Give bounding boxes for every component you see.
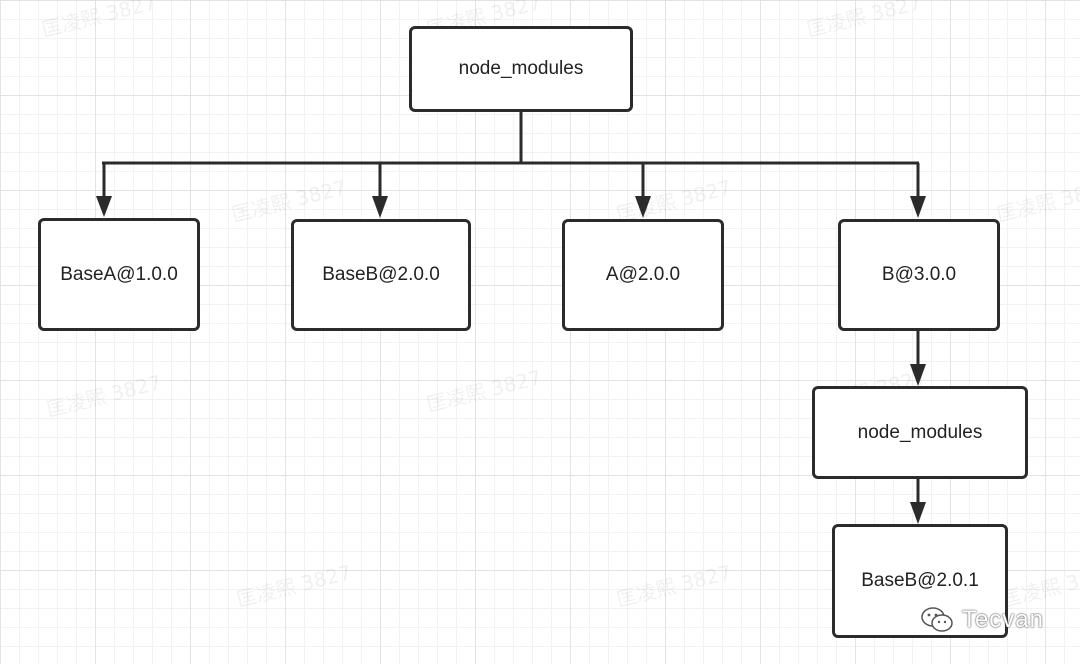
arrowhead-nested-node-modules xyxy=(910,364,926,386)
node-label: BaseA@1.0.0 xyxy=(60,263,178,285)
node-nested-base-b: BaseB@2.0.1 xyxy=(832,524,1008,638)
brand-watermark: Tecvan xyxy=(920,606,1044,634)
node-label: A@2.0.0 xyxy=(605,264,681,285)
arrowhead-a xyxy=(635,196,651,218)
node-root-node-modules: node_modules xyxy=(409,26,633,112)
node-label: node_modules xyxy=(857,421,983,443)
node-label: BaseB@2.0.0 xyxy=(322,264,440,285)
node-nested-node-modules: node_modules xyxy=(812,386,1028,479)
node-label: B@3.0.0 xyxy=(881,264,957,285)
node-base-b: BaseB@2.0.0 xyxy=(291,219,471,331)
arrowhead-b xyxy=(910,196,926,218)
node-a: A@2.0.0 xyxy=(562,219,724,331)
arrowhead-nested-base-b xyxy=(910,502,926,524)
node-b: B@3.0.0 xyxy=(838,219,1000,331)
node-label: node_modules xyxy=(458,58,584,79)
arrowhead-base-b xyxy=(372,196,388,218)
wechat-icon xyxy=(920,606,954,634)
brand-name: Tecvan xyxy=(961,606,1044,633)
arrowhead-base-a xyxy=(96,196,112,217)
node-base-a: BaseA@1.0.0 xyxy=(38,218,200,331)
node-label: BaseB@2.0.1 xyxy=(861,570,979,591)
